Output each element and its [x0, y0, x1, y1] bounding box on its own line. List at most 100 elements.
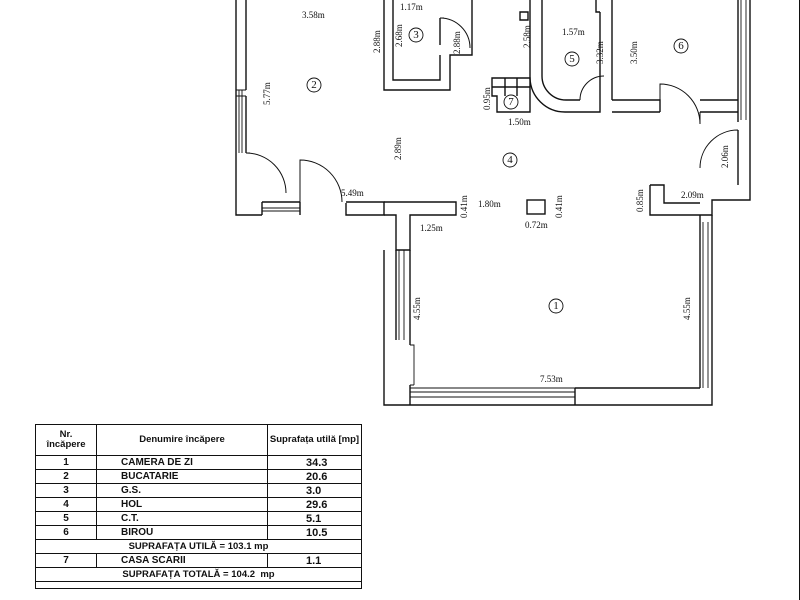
room-name: CASA SCARII	[96, 553, 268, 568]
header-area: Suprafața utilă [mp]	[267, 424, 362, 456]
room-name: C.T.	[96, 511, 268, 526]
dimension-label: 7.53m	[540, 374, 563, 384]
floor-plan: 3.58m 1.17m 2.88m 2.68m 2.88m 2.58m 1.57…	[235, 0, 751, 406]
svg-text:5: 5	[569, 53, 575, 65]
room-marker-5: 5	[564, 51, 580, 67]
dimension-label: 0.41m	[554, 195, 564, 218]
dimension-label: 2.09m	[681, 190, 704, 200]
total-area-unit: mp	[260, 569, 275, 580]
dimension-label: 3.32m	[595, 41, 605, 64]
wall	[529, 0, 601, 113]
dimension-label: 3.50m	[629, 41, 639, 64]
room-area: 29.6	[267, 497, 362, 512]
total-area-row: SUPRAFAȚA TOTALĂ = 104.2 mp	[35, 567, 362, 582]
dimension-label: 0.41m	[459, 195, 469, 218]
room-name: CAMERA DE ZI	[96, 455, 268, 470]
room-marker-1: 1	[548, 298, 564, 314]
useful-area-row: SUPRAFAȚA UTILĂ = 103.1 mp	[35, 539, 362, 554]
room-marker-2: 2	[306, 77, 322, 93]
room-area: 1.1	[267, 553, 362, 568]
room-nr: 1	[35, 455, 97, 470]
svg-text:3: 3	[413, 29, 419, 41]
room-marker-7: 7	[503, 94, 519, 110]
dimension-label: 1.17m	[400, 2, 423, 12]
room-marker-3: 3	[408, 27, 424, 43]
wall	[699, 215, 713, 388]
dimension-label: 2.06m	[720, 145, 730, 168]
room-area: 5.1	[267, 511, 362, 526]
dimension-label: 4.55m	[412, 297, 422, 320]
room-area: 34.3	[267, 455, 362, 470]
dimension-label: 3.58m	[302, 10, 325, 20]
room-name: BUCATARIE	[96, 469, 268, 484]
dimension-label: 1.80m	[478, 199, 501, 209]
wall	[235, 0, 247, 193]
room-nr: 5	[35, 511, 97, 526]
window	[236, 89, 246, 153]
stairs	[491, 77, 531, 113]
room-area-table: Nr. încăpere Denumire încăpere Suprafața…	[35, 424, 362, 589]
total-area-label: SUPRAFAȚA TOTALĂ =	[122, 569, 232, 580]
column	[526, 199, 546, 215]
useful-area-total: SUPRAFAȚA UTILĂ = 103.1 mp	[35, 539, 362, 554]
window	[398, 250, 405, 340]
header-name: Denumire încăpere	[96, 424, 268, 456]
window	[410, 344, 415, 386]
dimension-label: 1.25m	[420, 223, 443, 233]
total-area-value: 104.2	[231, 569, 256, 580]
wall	[383, 0, 473, 91]
door	[699, 129, 739, 172]
dimension-label: 1.50m	[508, 117, 531, 127]
wall	[737, 0, 751, 185]
dimension-label: 2.68m	[394, 24, 404, 47]
wall	[384, 201, 457, 251]
room-name: G.S.	[96, 483, 268, 498]
dimension-label: 1.57m	[562, 27, 585, 37]
room-nr: 4	[35, 497, 97, 512]
window	[262, 207, 300, 212]
window	[410, 387, 575, 398]
svg-text:4: 4	[507, 154, 513, 166]
svg-text:1: 1	[553, 300, 559, 312]
dimension-label: 2.88m	[372, 30, 382, 53]
wall	[409, 385, 700, 405]
room-marker-6: 6	[673, 38, 689, 54]
table-header-row: Nr. încăpere Denumire încăpere Suprafața…	[35, 424, 362, 456]
window	[740, 0, 747, 120]
room-name: HOL	[96, 497, 268, 512]
dimension-label: 0.72m	[525, 220, 548, 230]
wall	[595, 0, 613, 100]
door	[439, 17, 471, 49]
dimension-label: 5.77m	[262, 82, 272, 105]
total-area: SUPRAFAȚA TOTALĂ = 104.2 mp	[35, 567, 362, 582]
wall	[612, 99, 738, 113]
door	[245, 152, 287, 194]
room-nr: 6	[35, 525, 97, 540]
dimension-label: 2.89m	[393, 137, 403, 160]
window	[702, 222, 709, 388]
dimension-label: 0.85m	[635, 189, 645, 212]
door	[659, 83, 701, 125]
room-name: BIROU	[96, 525, 268, 540]
empty-cell	[35, 581, 362, 589]
table-row-empty	[35, 581, 362, 589]
wall	[383, 250, 713, 406]
dimension-label: 2.88m	[452, 31, 462, 54]
svg-text:7: 7	[508, 96, 514, 108]
room-area: 20.6	[267, 469, 362, 484]
svg-text:6: 6	[678, 40, 684, 52]
wall	[519, 11, 529, 21]
room-area: 10.5	[267, 525, 362, 540]
room-nr: 7	[35, 553, 97, 568]
dimension-label: 2.58m	[522, 25, 532, 48]
svg-text:2: 2	[311, 79, 317, 91]
room-area: 3.0	[267, 483, 362, 498]
wall	[649, 184, 751, 216]
